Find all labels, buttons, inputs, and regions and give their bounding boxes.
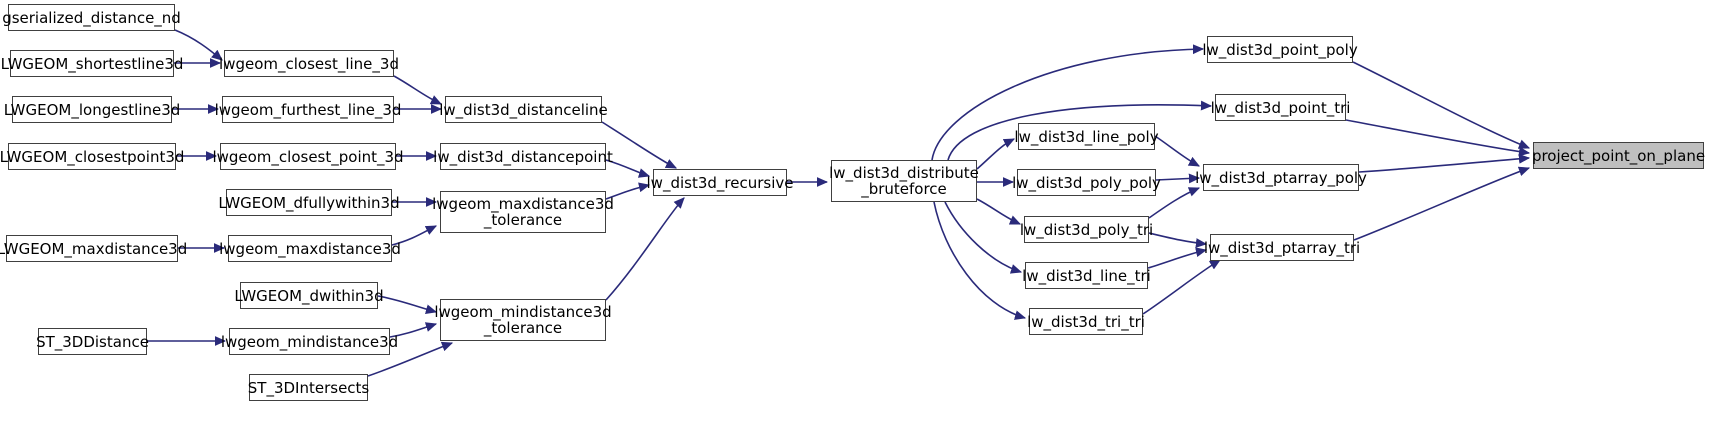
graph-edge-lwgeom_maxdistance3d--lwgeom_maxdistance3d_tolerance (391, 225, 438, 246)
graph-node-lw_dist3d_recursive[interactable]: lw_dist3d_recursive (647, 169, 793, 196)
graph-node-label: lw_dist3d_line_poly (1014, 127, 1159, 146)
graph-edge-lwgeom_mindistance3d--lwgeom_mindistance3d_tolerance (389, 322, 438, 338)
graph-node-label: LWGEOM_closestpoint3d (0, 147, 185, 166)
graph-node-lw_dist3d_point_tri[interactable]: lw_dist3d_point_tri (1211, 94, 1350, 121)
graph-node-lwgeom_mindistance3d[interactable]: lwgeom_mindistance3d (221, 328, 398, 355)
graph-node-lwgeom_closest_line_3d[interactable]: lwgeom_closest_line_3d (219, 50, 399, 77)
graph-edge-lw_dist3d_distribute_bruteforce--lw_dist3d_line_poly (976, 138, 1016, 170)
graph-node-ST_3DDistance[interactable]: ST_3DDistance (36, 328, 149, 355)
graph-node-label: lw_dist3d_line_tri (1022, 266, 1151, 285)
graph-edge-lw_dist3d_tri_tri--lw_dist3d_ptarray_tri (1142, 259, 1221, 315)
graph-edge-lw_dist3d_poly_tri--lw_dist3d_ptarray_poly (1148, 187, 1201, 219)
graph-edge-lw_dist3d_line_poly--lw_dist3d_ptarray_poly (1154, 135, 1200, 167)
graph-node-label: lw_dist3d_poly_poly (1012, 173, 1161, 192)
graph-node-label: LWGEOM_dfullywithin3d (218, 193, 400, 212)
graph-node-label: lw_dist3d_distribute _bruteforce (829, 164, 979, 198)
graph-node-label: ST_3DIntersects (247, 378, 370, 397)
graph-node-LWGEOM_maxdistance3d[interactable]: LWGEOM_maxdistance3d (0, 235, 187, 262)
graph-node-label: lwgeom_mindistance3d (220, 332, 399, 351)
graph-edge-lwgeom_closest_line_3d--lw_dist3d_distanceline (393, 75, 443, 105)
graph-node-lwgeom_closest_point_3d[interactable]: lwgeom_closest_point_3d (212, 143, 404, 170)
graph-edge-lw_dist3d_distribute_bruteforce--lw_dist3d_point_poly (931, 44, 1205, 161)
graph-edge-lw_dist3d_distribute_bruteforce--lw_dist3d_tri_tri (933, 201, 1027, 320)
graph-edge-LWGEOM_dwithin3d--lwgeom_mindistance3d_tolerance (377, 295, 438, 315)
graph-node-label: LWGEOM_dwithin3d (234, 286, 384, 305)
graph-node-label: LWGEOM_maxdistance3d (0, 239, 188, 258)
graph-node-lw_dist3d_line_tri[interactable]: lw_dist3d_line_tri (1022, 262, 1151, 289)
graph-edge-lw_dist3d_poly_poly--lw_dist3d_ptarray_poly (1155, 173, 1201, 184)
graph-node-label: lw_dist3d_tri_tri (1027, 312, 1145, 331)
graph-node-lw_dist3d_distribute_bruteforce[interactable]: lw_dist3d_distribute _bruteforce (829, 160, 979, 202)
graph-node-lw_dist3d_ptarray_tri[interactable]: lw_dist3d_ptarray_tri (1204, 234, 1360, 261)
graph-node-label: lwgeom_mindistance3d _tolerance (434, 303, 612, 337)
graph-node-label: lwgeom_maxdistance3d _tolerance (432, 195, 614, 229)
graph-node-label: lw_dist3d_distancepoint (433, 147, 613, 166)
graph-node-label: lwgeom_closest_line_3d (219, 54, 399, 73)
graph-node-lw_dist3d_distanceline[interactable]: lw_dist3d_distanceline (439, 96, 608, 123)
graph-node-lw_dist3d_distancepoint[interactable]: lw_dist3d_distancepoint (433, 143, 613, 170)
graph-edge-lw_dist3d_distancepoint--lw_dist3d_recursive (605, 159, 651, 178)
graph-edge-lw_dist3d_point_poly--project_point_on_plane (1352, 61, 1531, 149)
graph-node-LWGEOM_closestpoint3d[interactable]: LWGEOM_closestpoint3d (0, 143, 184, 170)
graph-node-lw_dist3d_point_poly[interactable]: lw_dist3d_point_poly (1202, 36, 1358, 63)
graph-node-label: lw_dist3d_point_tri (1210, 98, 1351, 117)
graph-node-label: gserialized_distance_nd (2, 8, 181, 27)
graph-edge-ST_3DIntersects--lwgeom_mindistance3d_tolerance (367, 341, 454, 377)
graph-edge-lwgeom_maxdistance3d_tolerance--lw_dist3d_recursive (605, 182, 651, 200)
graph-edge-gserialized_distance_nd--lwgeom_closest_line_3d (174, 29, 223, 61)
graph-node-lw_dist3d_line_poly[interactable]: lw_dist3d_line_poly (1014, 123, 1159, 150)
graph-edge-lw_dist3d_point_tri--project_point_on_plane (1345, 119, 1531, 157)
graph-node-lwgeom_furthest_line_3d[interactable]: lwgeom_furthest_line_3d (215, 96, 401, 123)
graph-node-lw_dist3d_poly_poly[interactable]: lw_dist3d_poly_poly (1012, 169, 1161, 196)
graph-node-label: lw_dist3d_ptarray_poly (1195, 168, 1367, 187)
graph-node-lw_dist3d_ptarray_poly[interactable]: lw_dist3d_ptarray_poly (1195, 164, 1367, 191)
graph-edge-lw_dist3d_ptarray_poly--project_point_on_plane (1358, 153, 1531, 173)
graph-node-label: ST_3DDistance (36, 332, 149, 351)
graph-node-label: project_point_on_plane (1531, 146, 1706, 165)
graph-node-label: lwgeom_maxdistance3d (219, 239, 401, 258)
graph-node-LWGEOM_dfullywithin3d[interactable]: LWGEOM_dfullywithin3d (218, 189, 400, 216)
graph-node-label: LWGEOM_longestline3d (3, 100, 181, 119)
graph-node-lwgeom_maxdistance3d_tolerance[interactable]: lwgeom_maxdistance3d _tolerance (432, 191, 614, 233)
graph-node-ST_3DIntersects[interactable]: ST_3DIntersects (248, 374, 369, 401)
graph-edge-lw_dist3d_line_tri--lw_dist3d_ptarray_tri (1147, 247, 1208, 269)
graph-node-lw_dist3d_tri_tri[interactable]: lw_dist3d_tri_tri (1027, 308, 1145, 335)
graph-node-LWGEOM_longestline3d[interactable]: LWGEOM_longestline3d (4, 96, 180, 123)
graph-node-lwgeom_maxdistance3d[interactable]: lwgeom_maxdistance3d (219, 235, 401, 262)
graph-node-LWGEOM_dwithin3d[interactable]: LWGEOM_dwithin3d (234, 282, 384, 309)
graph-edge-lw_dist3d_distribute_bruteforce--lw_dist3d_line_tri (944, 201, 1023, 274)
graph-node-gserialized_distance_nd[interactable]: gserialized_distance_nd (2, 4, 181, 31)
graph-edge-lwgeom_mindistance3d_tolerance--lw_dist3d_recursive (605, 197, 685, 301)
graph-edge-lw_dist3d_distanceline--lw_dist3d_recursive (601, 121, 678, 169)
graph-node-label: lw_dist3d_poly_tri (1019, 220, 1154, 239)
graph-node-label: lwgeom_closest_point_3d (212, 147, 404, 166)
graph-node-label: lw_dist3d_recursive (646, 173, 794, 192)
graph-edge-lw_dist3d_distribute_bruteforce--lw_dist3d_point_tri (947, 100, 1213, 161)
graph-node-label: lw_dist3d_point_poly (1202, 40, 1358, 59)
graph-edge-lw_dist3d_poly_tri--lw_dist3d_ptarray_tri (1148, 232, 1208, 248)
graph-edge-lw_dist3d_ptarray_tri--project_point_on_plane (1353, 166, 1531, 241)
graph-node-lw_dist3d_poly_tri[interactable]: lw_dist3d_poly_tri (1020, 216, 1153, 243)
graph-node-label: lw_dist3d_distanceline (439, 100, 608, 119)
graph-node-label: lw_dist3d_ptarray_tri (1203, 238, 1361, 257)
graph-node-label: LWGEOM_shortestline3d (0, 54, 184, 73)
graph-node-project_point_on_plane[interactable]: project_point_on_plane (1532, 142, 1705, 169)
graph-node-label: lwgeom_furthest_line_3d (214, 100, 402, 119)
graph-edge-lw_dist3d_distribute_bruteforce--lw_dist3d_poly_tri (976, 198, 1022, 225)
graph-node-lwgeom_mindistance3d_tolerance[interactable]: lwgeom_mindistance3d _tolerance (434, 299, 612, 341)
graph-node-LWGEOM_shortestline3d[interactable]: LWGEOM_shortestline3d (1, 50, 183, 77)
